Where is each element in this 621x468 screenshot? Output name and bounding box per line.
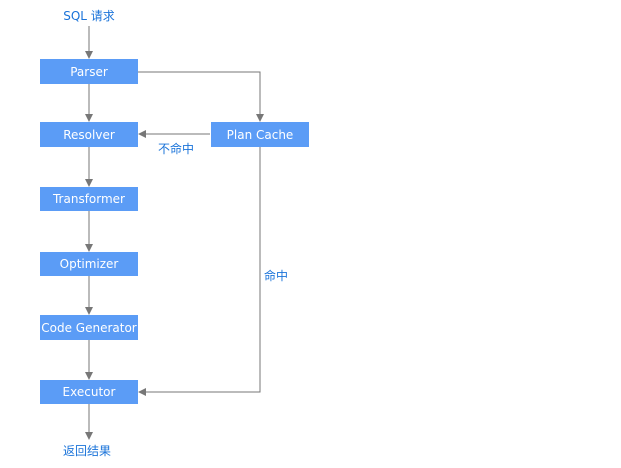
sql-request-label: SQL 请求 <box>63 9 115 23</box>
hit-edge-label: 命中 <box>264 268 288 283</box>
edge-plan-cache-to-executor-hit <box>138 147 261 396</box>
parser-node: Parser <box>40 59 138 84</box>
executor-node: Executor <box>40 380 138 404</box>
code-generator-node: Code Generator <box>40 315 138 340</box>
optimizer-node: Optimizer <box>40 252 138 276</box>
parser-node-label: Parser <box>70 65 108 79</box>
miss-edge-label: 不命中 <box>158 141 194 156</box>
transformer-node: Transformer <box>40 187 138 211</box>
plan-cache-node: Plan Cache <box>211 122 309 147</box>
transformer-node-label: Transformer <box>52 192 125 206</box>
executor-node-label: Executor <box>63 385 116 399</box>
plan-cache-node-label: Plan Cache <box>227 128 294 142</box>
optimizer-node-label: Optimizer <box>60 257 119 271</box>
resolver-node-label: Resolver <box>63 128 115 142</box>
edge-parser-to-plan-cache <box>138 71 264 122</box>
return-result-label: 返回结果 <box>63 444 111 458</box>
code-generator-node-label: Code Generator <box>41 321 137 335</box>
edges <box>85 26 264 440</box>
resolver-node: Resolver <box>40 122 138 147</box>
